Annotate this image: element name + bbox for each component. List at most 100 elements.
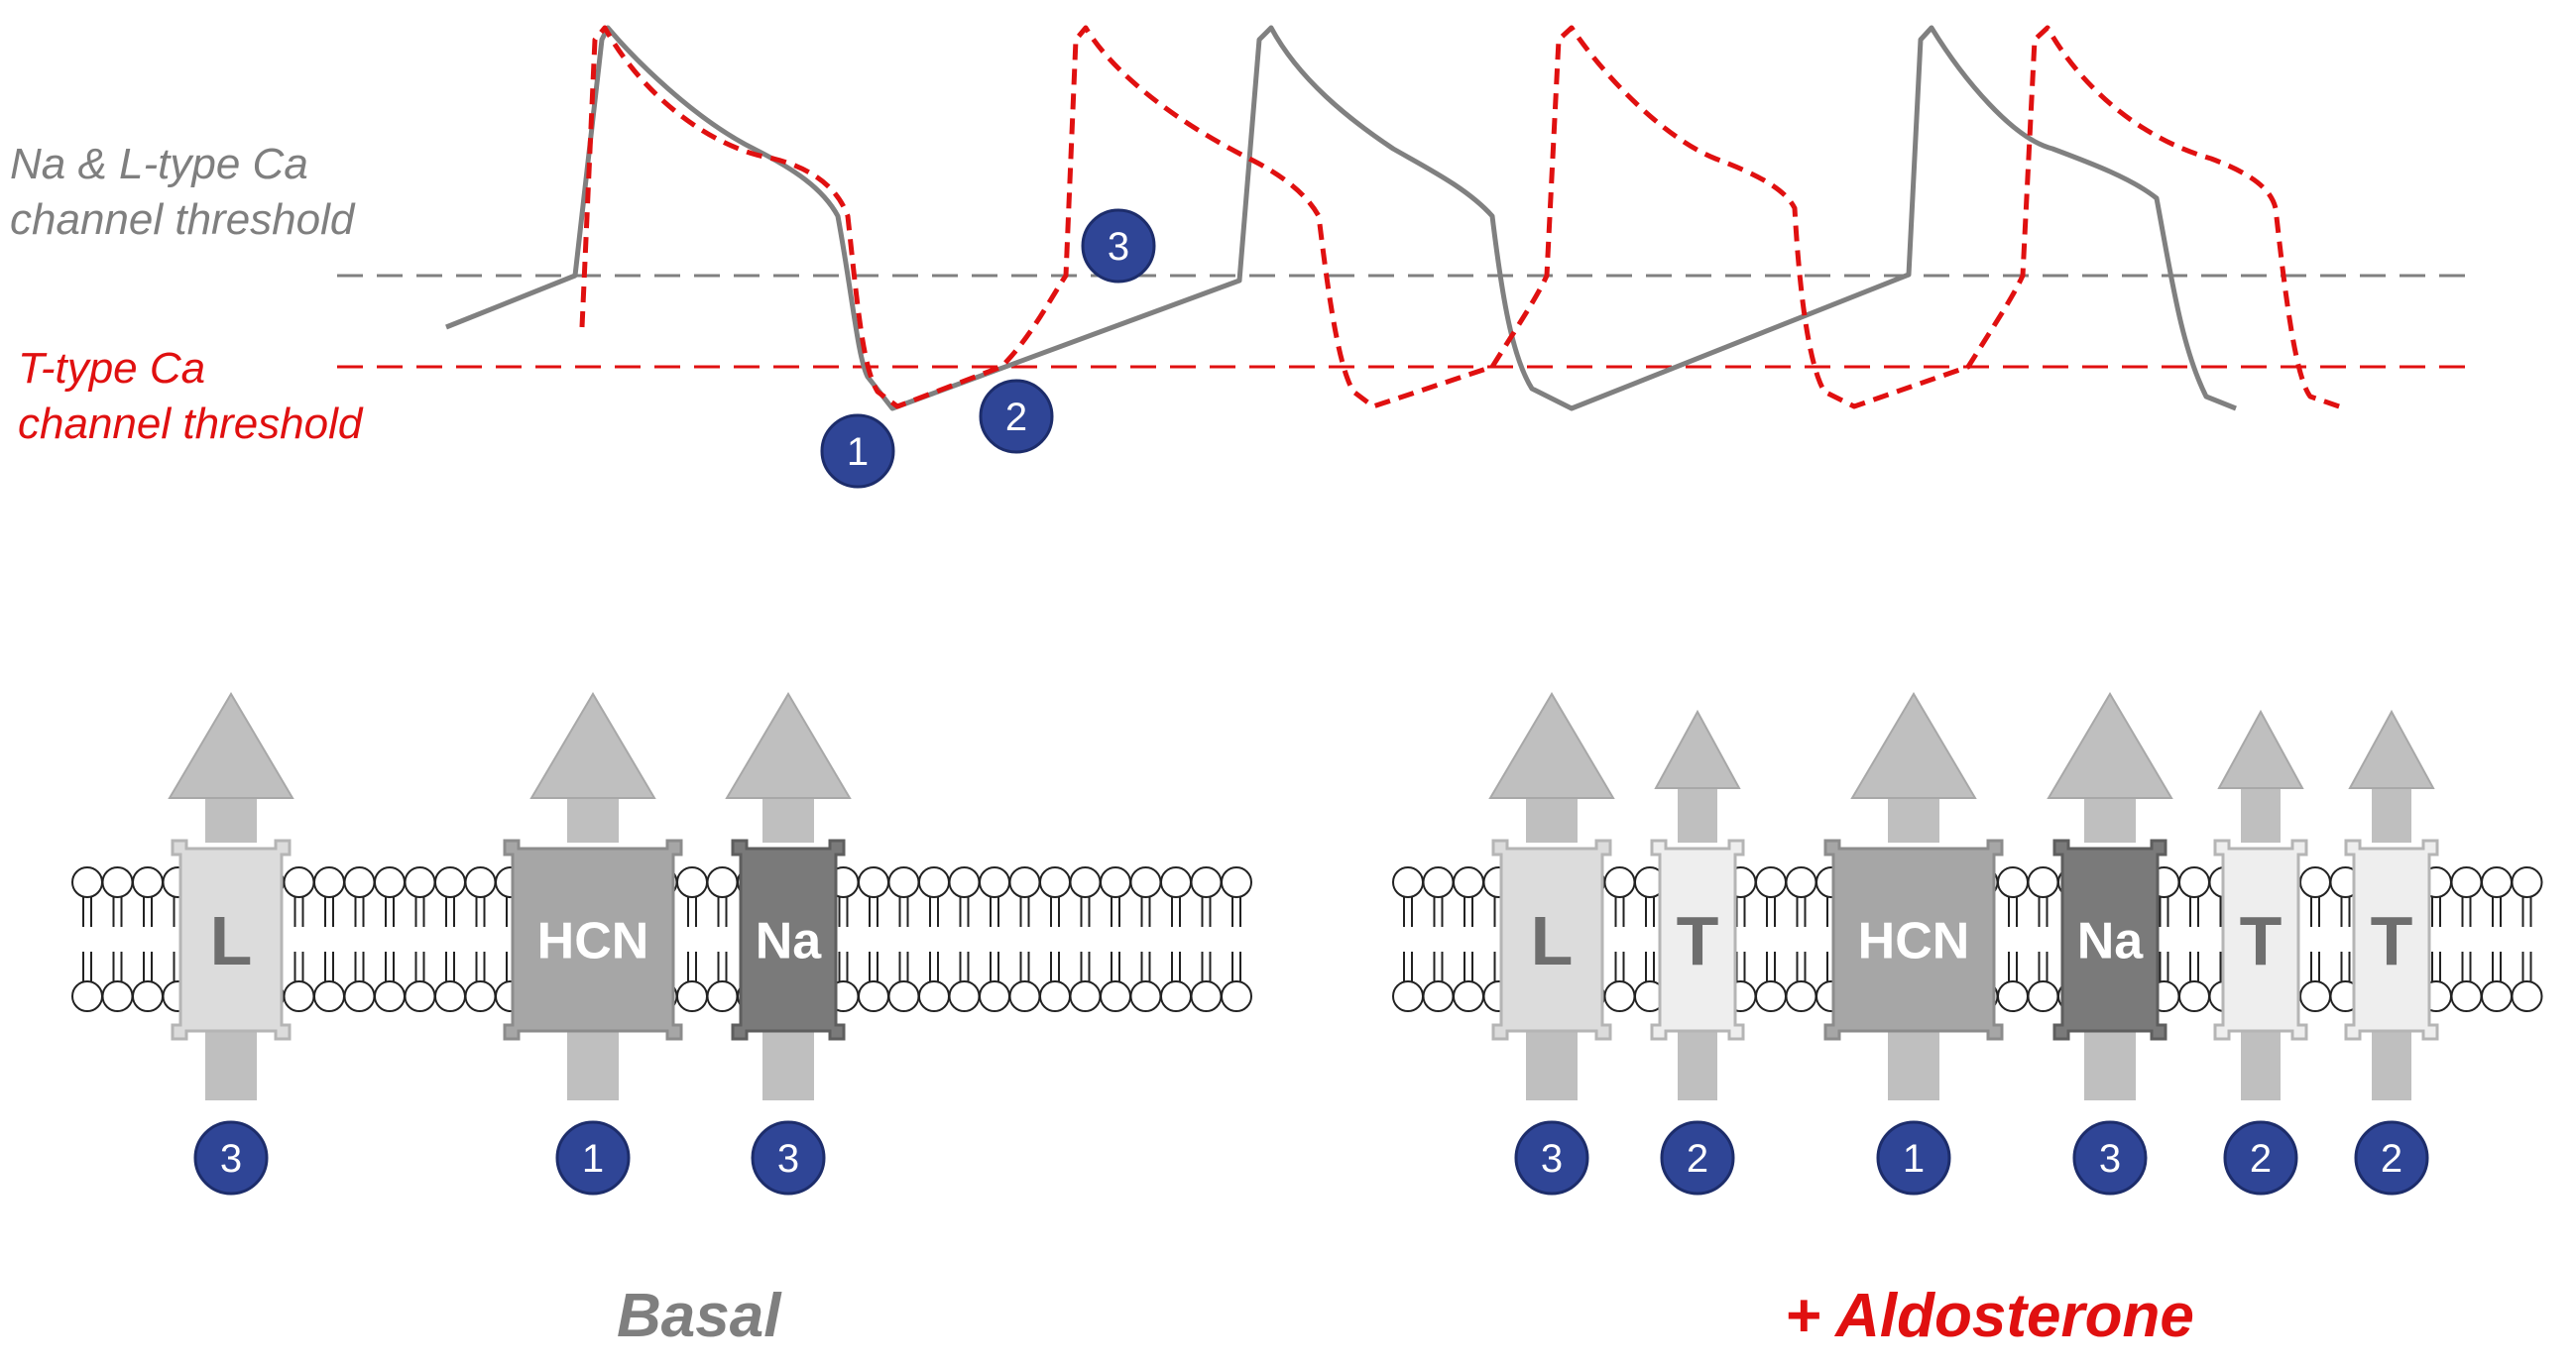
lipid-head <box>887 980 920 1012</box>
lipid-head <box>1129 980 1162 1012</box>
aldosterone-channel-6-body <box>2344 839 2439 1041</box>
aldosterone-channel-6-badge-circle <box>2354 1120 2429 1196</box>
lipid-head <box>1453 866 1484 898</box>
trace-badge-2: 2 <box>979 379 1054 454</box>
lipid-tails <box>1796 897 1807 981</box>
lipid-head <box>1069 866 1102 898</box>
lipid-head <box>1100 980 1131 1012</box>
lipid-head <box>979 866 1010 898</box>
basal-channel-2-label: HCN <box>537 913 649 971</box>
aldosterone-channel-4-badge-circle <box>2072 1120 2148 1196</box>
lipid-tails <box>1433 897 1444 981</box>
lipid-head <box>1039 866 1071 898</box>
lipid-head <box>1785 980 1817 1012</box>
lipid-tails <box>1231 897 1241 981</box>
trace-badge-3-number: 3 <box>1108 225 1129 269</box>
lipid-head <box>2027 866 2059 898</box>
aldosterone-channel-5-badge-number: 2 <box>2250 1137 2272 1181</box>
lipid-head <box>1100 866 1131 898</box>
lipid-head <box>1997 980 2029 1012</box>
lipid-head <box>706 866 739 898</box>
lipid-head <box>948 866 981 898</box>
aldosterone-channel-1: L3 <box>1488 692 1615 1196</box>
aldosterone-channel-1-arrow-head <box>1488 692 1615 799</box>
aldosterone-channel-4: Na3 <box>2047 692 2173 1196</box>
lipid-head <box>1422 980 1455 1012</box>
trace-badge-2-number: 2 <box>1005 396 1027 439</box>
basal-channel-1-label: L <box>210 902 253 979</box>
basal-channel-3-arrow-shaft-upper <box>762 796 814 843</box>
lipid-tails <box>2340 897 2351 981</box>
lipid-head <box>887 866 920 898</box>
basal-channel-3-arrow-shaft-lower <box>762 1031 814 1100</box>
lipid-head <box>858 980 889 1012</box>
lipid-head <box>1190 980 1223 1012</box>
aldosterone-channel-1-arrow-shaft-lower <box>1526 1031 1578 1100</box>
aldosterone-channel-5-badge-circle <box>2223 1120 2298 1196</box>
lipid-head <box>2178 980 2210 1012</box>
aldosterone-channel-5-arrow-shaft-upper <box>2241 786 2281 843</box>
basal-channel-1-arrow-head <box>168 692 294 799</box>
lipid-head <box>132 866 164 898</box>
lipid-head <box>71 866 103 898</box>
lipid-tails <box>82 897 92 981</box>
lipid-head <box>918 866 950 898</box>
basal-channel-1-body <box>171 839 292 1041</box>
lipid-head <box>979 980 1010 1012</box>
na-l-threshold-label-line-1: Na & L-type Ca <box>10 140 308 188</box>
aldosterone-channel-1-badge-circle <box>1514 1120 1589 1196</box>
lipid-tails <box>1403 897 1413 981</box>
lipid-head <box>1755 980 1787 1012</box>
lipid-tails <box>475 897 486 981</box>
basal-channel-2-badge-number: 1 <box>582 1137 604 1181</box>
t-threshold-label-line-1: T-type Ca <box>18 344 206 393</box>
basal-channel-1-arrow-shaft-upper <box>205 796 257 843</box>
basal-channel-3-badge-circle <box>751 1120 826 1196</box>
lipid-head <box>2299 980 2331 1012</box>
lipid-tails <box>1140 897 1151 981</box>
lipid-head <box>404 866 436 898</box>
lipid-tails <box>1464 897 1473 981</box>
lipid-head <box>1190 866 1223 898</box>
lipid-head <box>1422 866 1455 898</box>
lipid-head <box>434 980 466 1012</box>
lipid-tails <box>1050 897 1060 981</box>
lipid-head <box>2481 980 2513 1012</box>
lipid-tails <box>959 897 970 981</box>
aldosterone-channel-1-badge-number: 3 <box>1541 1137 1563 1181</box>
lipid-head <box>1603 980 1636 1012</box>
lipid-head <box>1392 980 1424 1012</box>
lipid-tails <box>2492 897 2502 981</box>
lipid-tails <box>1614 897 1625 981</box>
lipid-head <box>434 866 466 898</box>
lipid-tails <box>990 897 999 981</box>
basal-trace <box>445 25 2237 411</box>
lipid-tails <box>354 897 365 981</box>
lipid-head <box>2511 866 2543 898</box>
aldosterone-channel-6-label: T <box>2371 902 2413 979</box>
lipid-head <box>676 866 708 898</box>
aldosterone-channel-4-label: Na <box>2077 913 2145 971</box>
aldosterone-channel-1-label: L <box>1531 902 1574 979</box>
na-l-threshold-label: Na & L-type Ca channel threshold <box>10 137 354 248</box>
trace-badge-1-circle <box>820 413 895 489</box>
lipid-tails <box>2189 897 2199 981</box>
basal-channel-3-body <box>731 839 846 1041</box>
lipid-head <box>404 980 436 1012</box>
lipid-tails <box>1111 897 1120 981</box>
aldosterone-channel-2-body <box>1650 839 1745 1041</box>
basal-channel-3-arrow-head <box>725 692 852 799</box>
lipid-tails <box>898 897 909 981</box>
lipid-head <box>706 980 739 1012</box>
lipid-head <box>948 980 981 1012</box>
basal-label: Basal <box>617 1282 781 1350</box>
aldosterone-channel-2-arrow-head <box>1654 709 1741 789</box>
t-threshold-label: T-type Ca channel threshold <box>18 341 362 452</box>
lipid-head <box>101 980 134 1012</box>
aldosterone-channel-2-badge-number: 2 <box>1687 1137 1708 1181</box>
aldosterone-channel-6-badge-number: 2 <box>2381 1137 2402 1181</box>
lipid-head <box>343 866 376 898</box>
aldosterone-channel-4-arrow-shaft-lower <box>2084 1031 2136 1100</box>
